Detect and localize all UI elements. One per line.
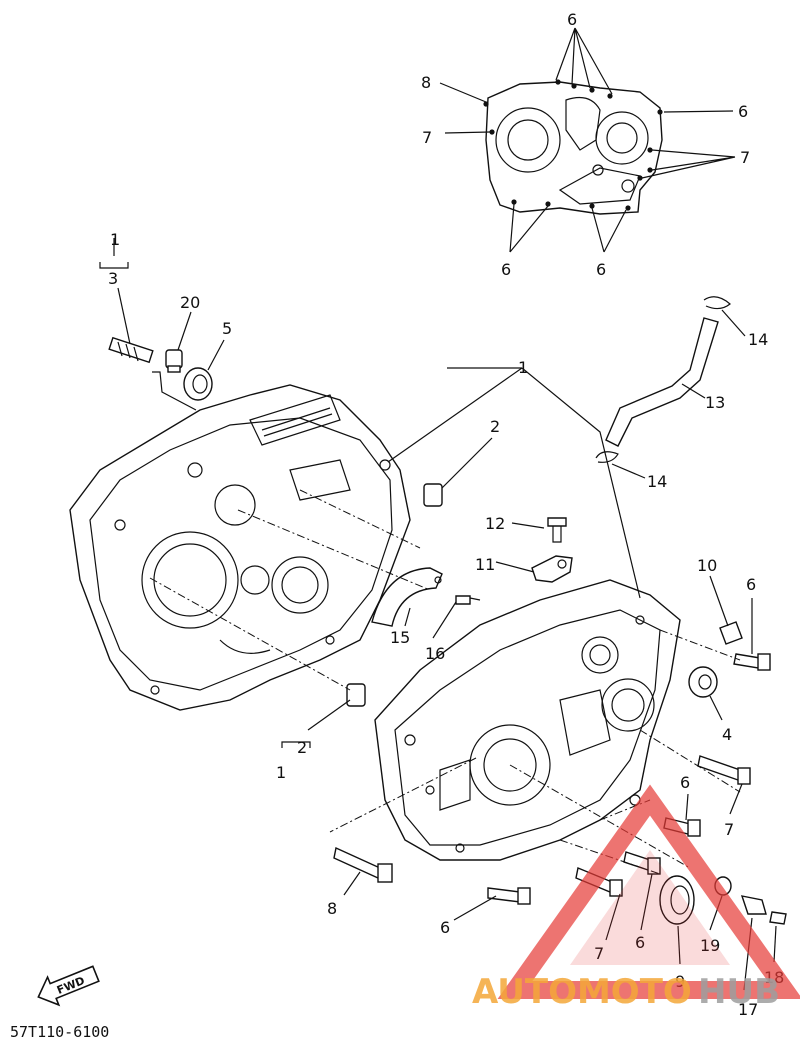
callout-10: 10 [697, 556, 717, 575]
callout-6: 6 [635, 933, 645, 952]
callout-2: 2 [297, 738, 307, 757]
fwd-arrow-icon: FWD [37, 965, 100, 1007]
part-code: 57T110-6100 [10, 1023, 109, 1041]
right-crankcase-half [374, 579, 681, 861]
callout-14: 14 [748, 330, 768, 349]
callout-5: 5 [222, 319, 232, 338]
callout-7: 7 [740, 148, 750, 167]
callout-6: 6 [567, 10, 577, 29]
callout-3: 3 [108, 269, 118, 288]
callout-6: 6 [501, 260, 511, 279]
callout-8: 8 [327, 899, 337, 918]
callout-16: 16 [425, 644, 445, 663]
callout-6: 6 [746, 575, 756, 594]
bolt-pattern-inset [439, 27, 736, 253]
callout-1: 1 [276, 763, 286, 782]
callout-labels: 1 3 20 5 1 2 12 11 15 16 2 1 14 13 14 10… [108, 10, 784, 1019]
automotohub-watermark-logo: AUTOMOTO HUB [472, 784, 800, 1012]
callout-7: 7 [422, 128, 432, 147]
callout-6: 6 [596, 260, 606, 279]
watermark-text: AUTOMOTO [472, 972, 692, 1012]
callout-6: 6 [680, 773, 690, 792]
callout-6: 6 [440, 918, 450, 937]
callout-19: 19 [700, 936, 720, 955]
left-crankcase-half [69, 384, 411, 711]
callout-15: 15 [390, 628, 410, 647]
callout-13: 13 [705, 393, 725, 412]
callout-6: 6 [738, 102, 748, 121]
callout-4: 4 [722, 725, 732, 744]
fwd-label: FWD [55, 974, 87, 997]
callout-7: 7 [594, 944, 604, 963]
callout-17: 17 [738, 1000, 758, 1019]
small-parts [108, 296, 787, 925]
leader-lines [99, 238, 777, 991]
callout-8: 8 [421, 73, 431, 92]
callout-14: 14 [647, 472, 667, 491]
callout-20: 20 [180, 293, 200, 312]
callout-1: 1 [110, 230, 120, 249]
callout-12: 12 [485, 514, 505, 533]
callout-7: 7 [724, 820, 734, 839]
callout-2: 2 [490, 417, 500, 436]
callout-1: 1 [518, 358, 528, 377]
callout-11: 11 [475, 555, 495, 574]
watermark-text-hub: HUB [698, 972, 780, 1012]
